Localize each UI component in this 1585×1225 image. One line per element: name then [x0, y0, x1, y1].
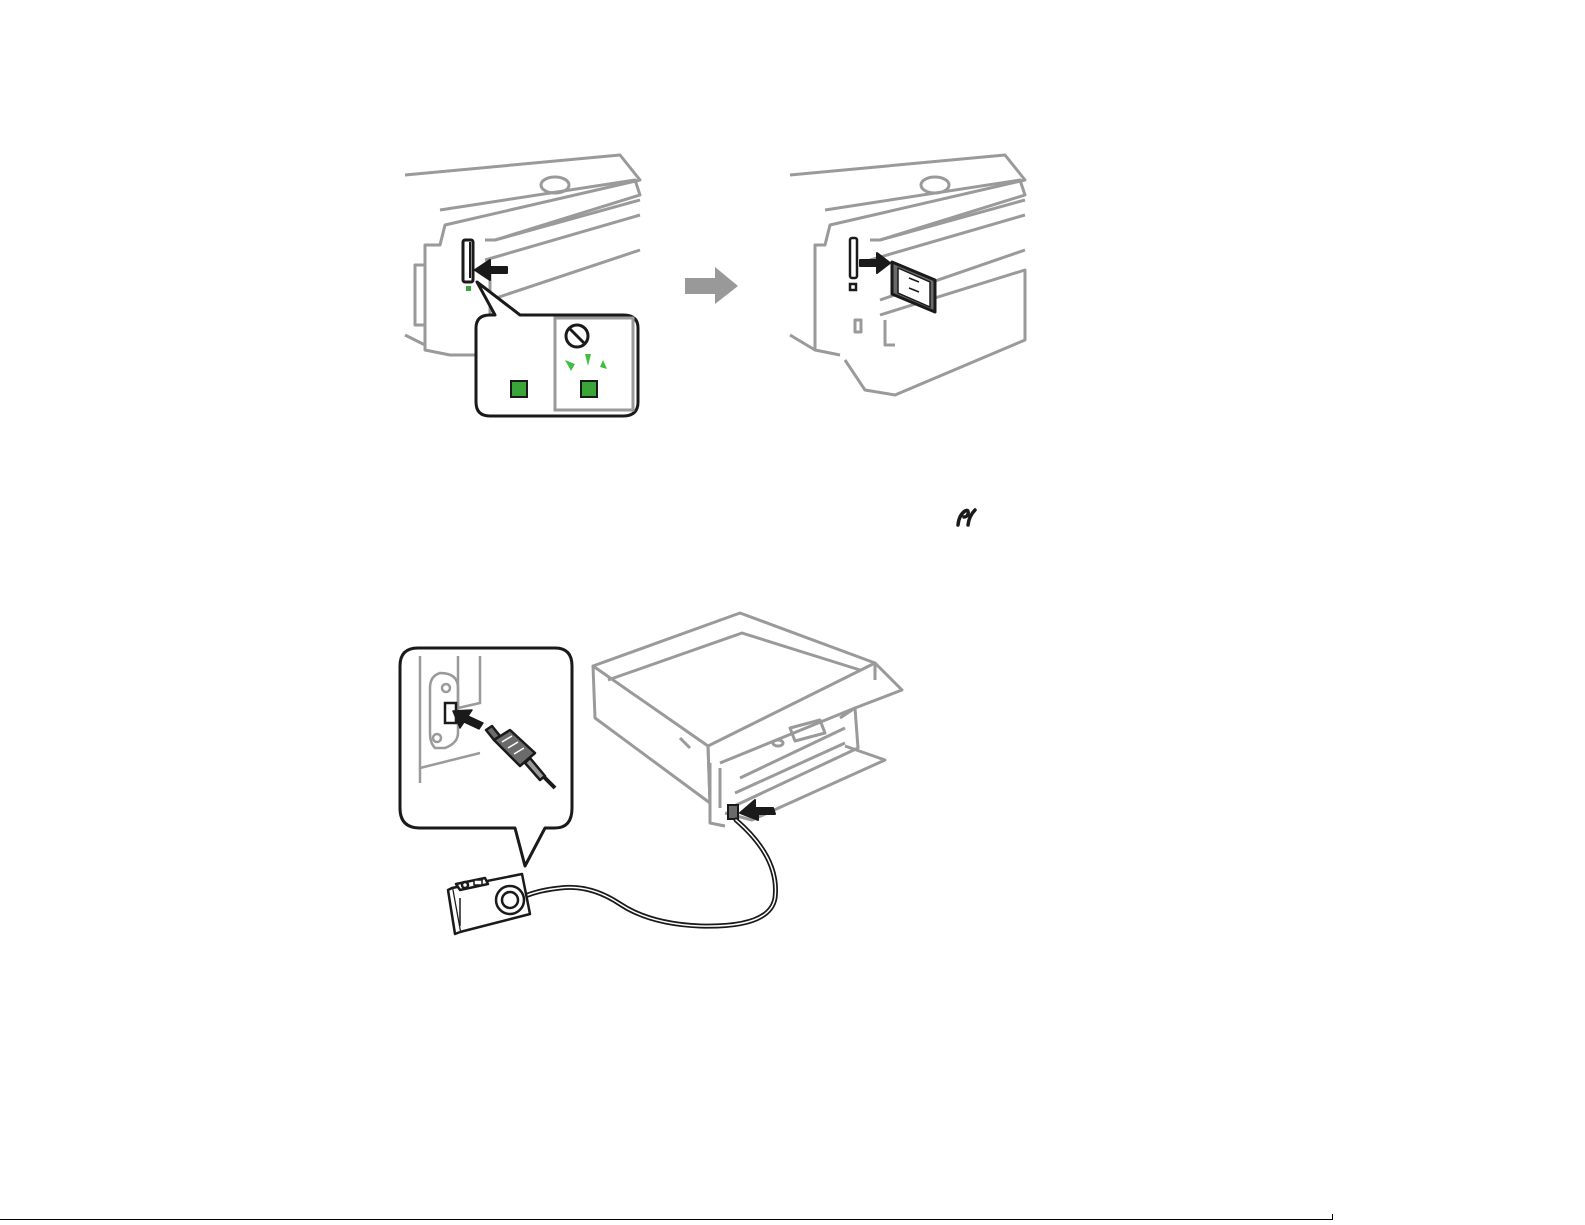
usb-plug-in-port: [728, 805, 738, 819]
port-callout: [400, 648, 572, 866]
printer-body: [593, 613, 902, 826]
insert-arrow-icon: [475, 260, 507, 280]
page-footer-rule: [0, 1219, 1333, 1220]
camera-direct-print-icon: [955, 505, 977, 527]
page-footer-tick: [1332, 1214, 1333, 1220]
light-on-indicator: [511, 381, 527, 397]
memory-card: [892, 262, 935, 312]
memory-card-slot: [463, 240, 473, 282]
light-flashing-indicator: [581, 381, 597, 397]
ejected-slot: [850, 238, 857, 290]
card-removal-figure: [395, 150, 1035, 425]
light-callout: [476, 282, 638, 416]
usb-cable: [525, 820, 776, 926]
next-step-arrow-icon: [685, 267, 738, 304]
slot-light: [466, 286, 471, 291]
digital-camera-icon: [448, 874, 530, 934]
camera-connection-figure: [390, 608, 910, 940]
